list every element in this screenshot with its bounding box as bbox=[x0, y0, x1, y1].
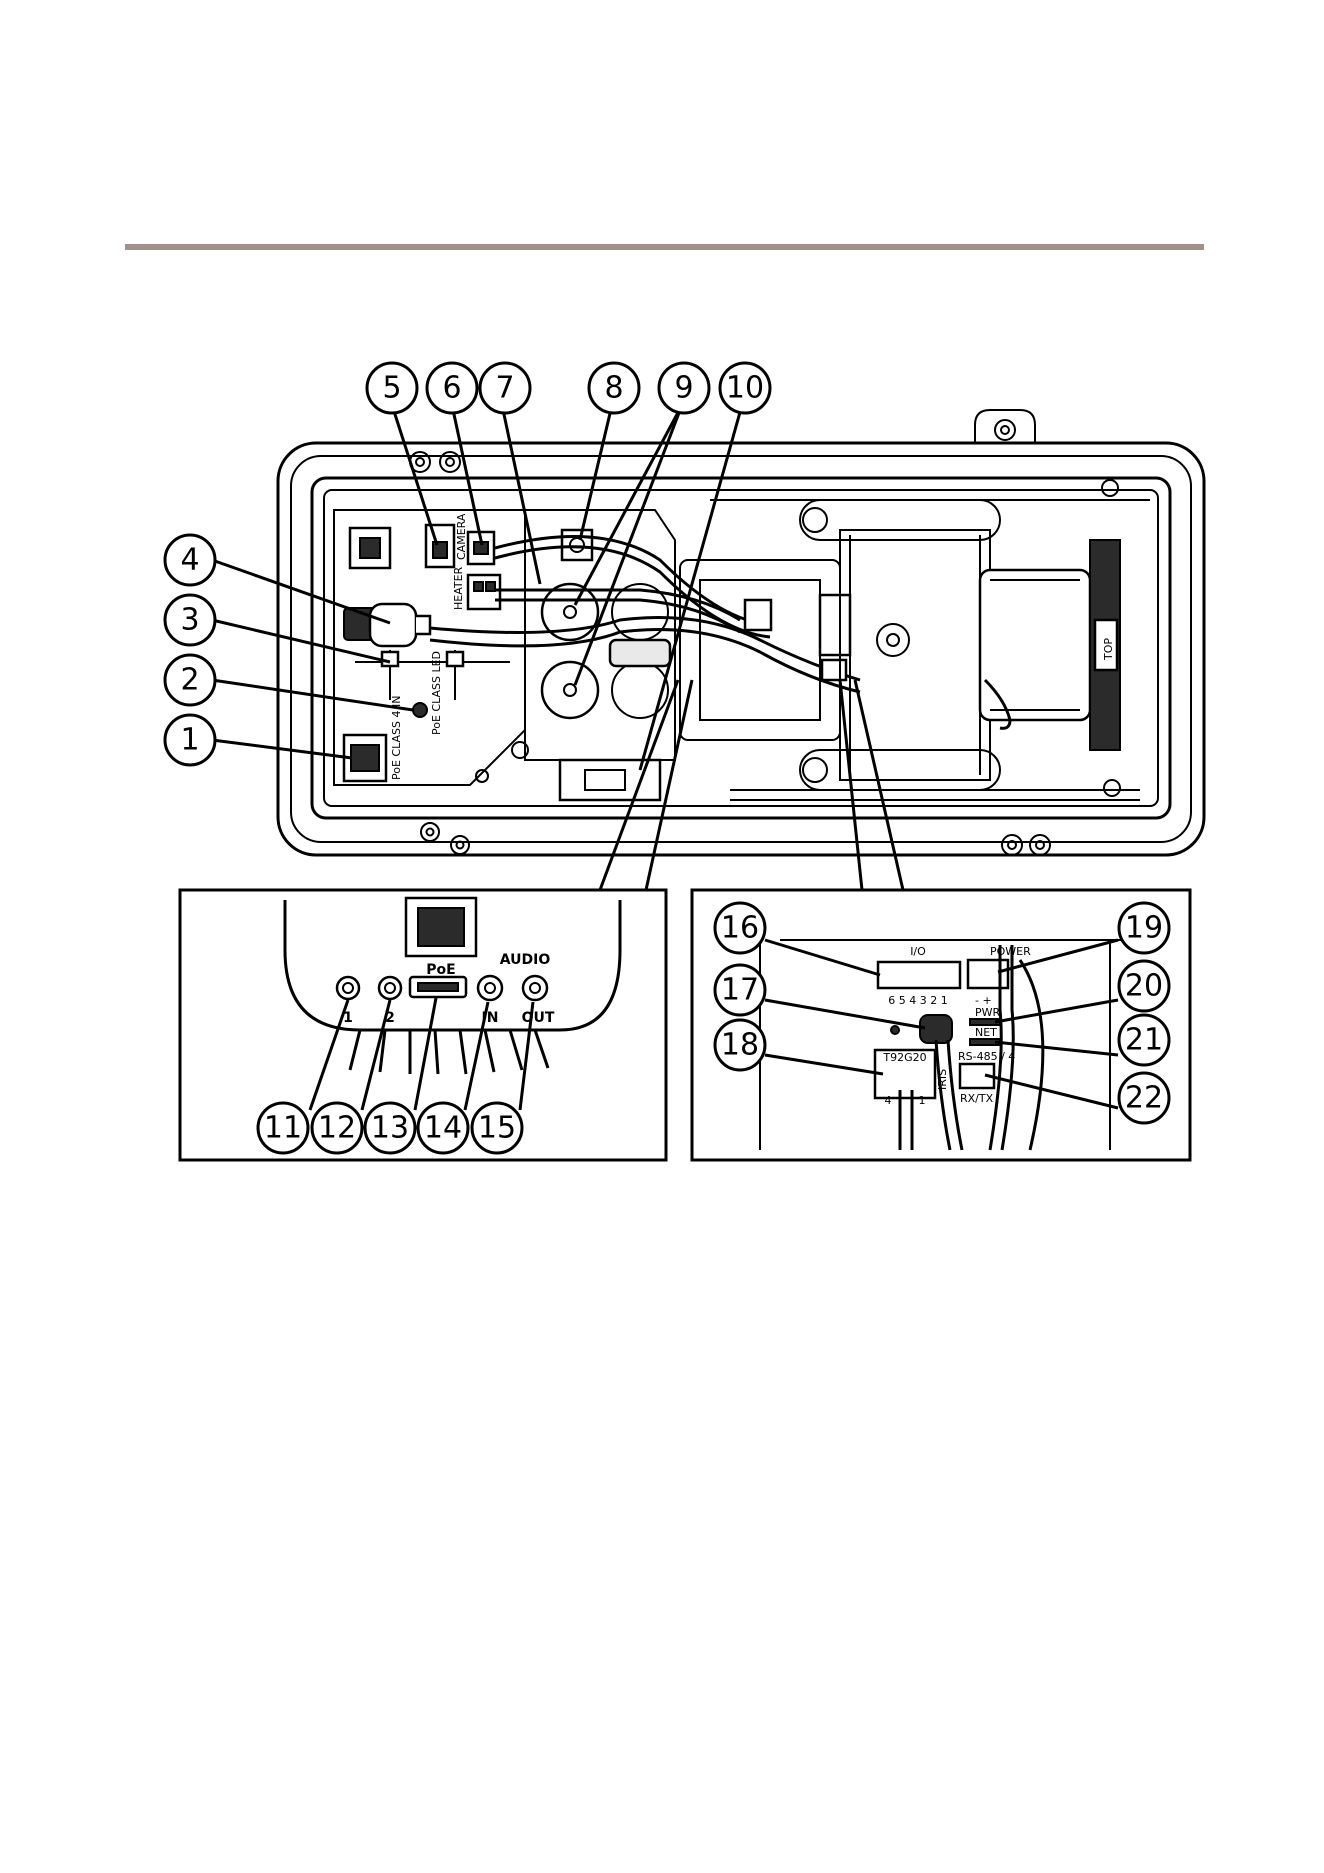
net-led-label: NET bbox=[975, 1026, 997, 1039]
io-pins-label: 6 5 4 3 2 1 bbox=[888, 994, 947, 1007]
callout-20: 20 bbox=[1119, 961, 1169, 1011]
callout-7: 7 bbox=[480, 363, 530, 413]
svg-text:8: 8 bbox=[604, 371, 623, 406]
svg-text:9: 9 bbox=[674, 371, 693, 406]
svg-text:3: 3 bbox=[180, 603, 199, 638]
svg-text:19: 19 bbox=[1125, 911, 1163, 946]
rxtx-label: RX/TX bbox=[960, 1092, 994, 1105]
camera-connector-label: CAMERA bbox=[455, 513, 468, 560]
callout-16: 16 bbox=[715, 903, 765, 953]
callout-21: 21 bbox=[1119, 1015, 1169, 1065]
callout-1: 1 bbox=[165, 715, 215, 765]
callout-15: 15 bbox=[472, 1103, 522, 1153]
svg-text:22: 22 bbox=[1125, 1081, 1163, 1116]
svg-text:6: 6 bbox=[442, 371, 461, 406]
svg-text:4: 4 bbox=[180, 543, 199, 578]
connection-board: CAMERA HEATER PoE CLASS LED PoE CLASS 4 … bbox=[334, 510, 525, 785]
callout-12: 12 bbox=[312, 1103, 362, 1153]
svg-text:12: 12 bbox=[318, 1111, 356, 1146]
callout-8: 8 bbox=[589, 363, 639, 413]
svg-text:21: 21 bbox=[1125, 1023, 1163, 1058]
svg-text:17: 17 bbox=[721, 973, 759, 1008]
svg-text:13: 13 bbox=[371, 1111, 409, 1146]
callout-22: 22 bbox=[1119, 1073, 1169, 1123]
callout-17: 17 bbox=[715, 965, 765, 1015]
poe-class-led-label: PoE CLASS LED bbox=[430, 651, 443, 735]
callout-2: 2 bbox=[165, 655, 215, 705]
camera-module: TOP bbox=[680, 490, 1150, 800]
detail-panel-io: I/O 6 5 4 3 2 1 POWER - + PWR NET RS-485… bbox=[692, 890, 1190, 1160]
svg-text:2: 2 bbox=[180, 663, 199, 698]
svg-text:5: 5 bbox=[382, 371, 401, 406]
pwr-led-label: PWR bbox=[975, 1006, 1001, 1019]
heater-connector-label: HEATER bbox=[452, 566, 465, 610]
svg-text:11: 11 bbox=[264, 1111, 302, 1146]
svg-text:20: 20 bbox=[1125, 969, 1163, 1004]
rs485-label: RS-485 / 4 bbox=[958, 1050, 1015, 1063]
svg-text:1: 1 bbox=[180, 723, 199, 758]
callout-14: 14 bbox=[418, 1103, 468, 1153]
io-label: I/O bbox=[910, 945, 926, 958]
callout-13: 13 bbox=[365, 1103, 415, 1153]
callout-6: 6 bbox=[427, 363, 477, 413]
callout-3: 3 bbox=[165, 595, 215, 645]
poe-port-label: PoE bbox=[426, 962, 455, 978]
t92-pin-4-label: 4 bbox=[885, 1094, 892, 1107]
callout-18: 18 bbox=[715, 1020, 765, 1070]
svg-text:14: 14 bbox=[424, 1111, 462, 1146]
svg-text:10: 10 bbox=[726, 371, 764, 406]
svg-text:18: 18 bbox=[721, 1028, 759, 1063]
t92g20-label: T92G20 bbox=[882, 1051, 926, 1064]
callout-11: 11 bbox=[258, 1103, 308, 1153]
audio-out-label: OUT bbox=[522, 1010, 555, 1026]
callout-9: 9 bbox=[659, 363, 709, 413]
callout-4: 4 bbox=[165, 535, 215, 585]
svg-text:16: 16 bbox=[721, 911, 759, 946]
audio-label: AUDIO bbox=[500, 952, 551, 968]
svg-text:15: 15 bbox=[478, 1111, 516, 1146]
top-label: TOP bbox=[1102, 638, 1115, 661]
svg-text:7: 7 bbox=[495, 371, 514, 406]
callout-19: 19 bbox=[1119, 903, 1169, 953]
callout-5: 5 bbox=[367, 363, 417, 413]
t92-pin-1-label: 1 bbox=[919, 1094, 926, 1107]
callout-10: 10 bbox=[720, 363, 770, 413]
